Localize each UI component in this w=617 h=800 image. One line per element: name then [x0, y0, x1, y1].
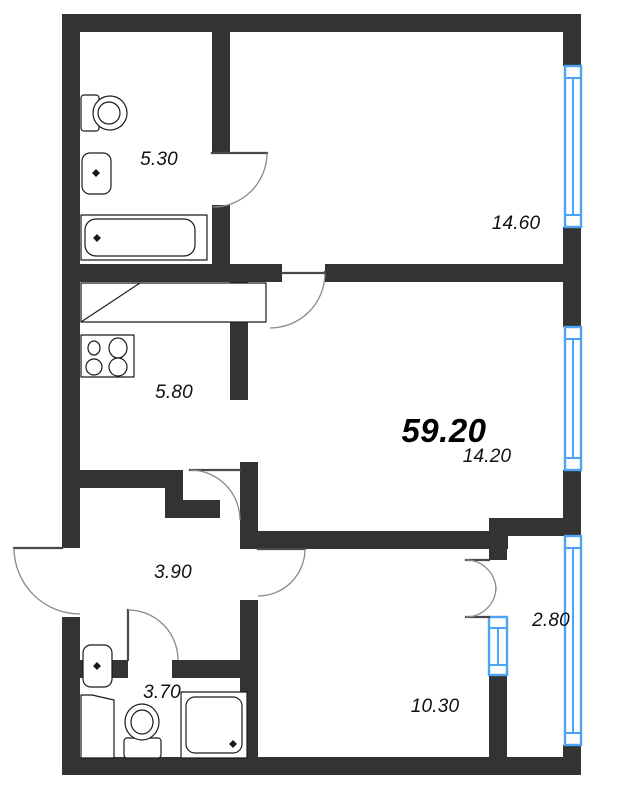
window-balcony-outer — [563, 534, 583, 747]
wall-exterior-right-top — [563, 14, 581, 66]
room-area-wc-bathroom-lower: 3.70 — [143, 682, 181, 703]
wall-hall-bottom-right — [172, 660, 258, 678]
washing-machine — [80, 694, 115, 759]
door-bathroom-upper — [210, 151, 269, 208]
door-hall-right — [256, 547, 307, 597]
toilet-upper — [80, 94, 128, 132]
wall-bathroom-upper-bottom — [62, 264, 230, 282]
room-area-bedroom-lower-right: 10.30 — [411, 696, 460, 717]
wall-living-lower-divider — [248, 531, 508, 549]
wall-exterior-left-lower — [62, 617, 80, 775]
door-kitchen-hall — [188, 468, 242, 521]
wall-hall-right-upper — [240, 462, 258, 549]
kitchen-counter — [80, 282, 267, 323]
doors-group — [12, 151, 497, 662]
wall-exterior-right-bottom — [563, 745, 581, 775]
windows-group — [487, 64, 583, 747]
wall-living-top-right — [325, 264, 581, 282]
sink-upper — [81, 152, 112, 195]
wall-bathroom-upper-right-a — [212, 32, 230, 152]
wall-balcony-top — [489, 518, 581, 536]
shower-tray — [180, 691, 248, 759]
sink-lower — [82, 644, 113, 688]
wall-kitchen-bottom-left — [80, 470, 165, 488]
toilet-lower — [123, 703, 162, 759]
wall-bedroom-lower-right-b — [489, 675, 507, 757]
window-living-room — [563, 325, 583, 472]
window-bedroom-upper-right — [563, 64, 583, 229]
fixtures-group — [80, 94, 267, 759]
room-area-kitchen: 5.80 — [155, 382, 193, 403]
window-balcony-door — [487, 615, 509, 677]
wall-hall-step-horizontal — [165, 500, 220, 518]
bathtub — [80, 214, 208, 261]
wall-bathroom-upper-right-b — [212, 205, 230, 273]
wall-hall-right-lower — [240, 600, 258, 660]
wall-exterior-top — [62, 14, 581, 32]
door-balcony-double — [464, 558, 497, 619]
room-area-bedroom-upper-right: 14.60 — [492, 213, 541, 234]
room-area-hallway: 3.90 — [154, 562, 192, 583]
room-area-bathroom-combined: 5.30 — [140, 149, 178, 170]
labels-group: 5.30 14.60 5.80 14.20 3.90 3.70 10.30 2.… — [140, 149, 570, 717]
wall-bedroom-lower-right — [489, 536, 507, 560]
wall-exterior-bottom — [62, 757, 581, 775]
wall-between-bedroom-and-living — [230, 264, 282, 282]
room-area-balcony: 2.80 — [531, 610, 570, 631]
stove-cooktop — [80, 334, 135, 378]
door-living-room — [269, 270, 327, 329]
room-area-living-room: 14.20 — [463, 446, 512, 467]
door-entrance — [12, 546, 81, 615]
door-wc-lower — [126, 608, 179, 662]
total-area-label: 59.20 — [401, 412, 486, 449]
